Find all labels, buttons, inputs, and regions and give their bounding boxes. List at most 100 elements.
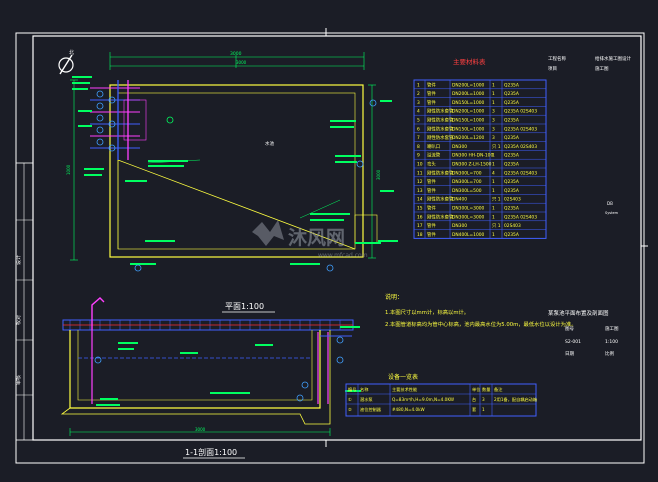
materials-cell: 1 (492, 206, 495, 212)
materials-cell: Q235A 02S403 (504, 214, 537, 220)
note-line-2: 2.本图管道标高均为管中心标高，池内最高水位为5.00m，最低水位以设计为准。 (385, 320, 577, 328)
materials-cell: DN200L=1000 (452, 91, 485, 97)
materials-cell: DN150L=1000 (452, 118, 485, 124)
equipment-cell: 1 (482, 407, 485, 412)
dim-top: 3000 (230, 51, 242, 57)
materials-cell: Q235A (504, 162, 519, 168)
materials-cell: 1 (492, 214, 495, 220)
tb-header-left-1: 工程名称 (548, 55, 566, 62)
equipment-cell: 液位控制器 (360, 406, 382, 413)
materials-cell: Q235A 02S403 (504, 109, 537, 115)
tb-field-1a: 图号 (565, 326, 574, 332)
title-block: 工程名称 项目 给排水施工图设计 施工图 DB System 某泵池平面布置及剖… (548, 55, 631, 357)
plan-note: 水池 (265, 140, 274, 147)
materials-cell: 刚性防水套管 (427, 134, 454, 141)
materials-cell: 4 (492, 170, 495, 176)
equipment-cell: 潜水泵 (360, 396, 373, 403)
sump (354, 214, 378, 244)
materials-cell: 1 (417, 82, 420, 88)
materials-cell: 4 (417, 109, 420, 115)
materials-cell: Q235A (504, 135, 519, 141)
materials-cell: 15 (417, 206, 423, 212)
equipment-cell: 3 (482, 397, 485, 402)
section-view: 3000 1-1剖面1:100 (60, 297, 361, 459)
materials-cell: 管件 (427, 99, 436, 106)
equipment-header-cell: 数量 (482, 386, 490, 393)
north-arrow-icon: 北 (58, 49, 74, 75)
materials-cell: 只 1 (492, 223, 501, 229)
materials-cell: 管件 (427, 178, 436, 185)
svg-text:审核: 审核 (15, 375, 22, 385)
equipment-cell: 2用1备，配自耦启动箱 (494, 396, 537, 403)
materials-cell: 10 (417, 162, 423, 168)
equipment-header-cell: 备注 (494, 386, 503, 393)
dim-left: 1000 (66, 164, 71, 175)
materials-cell: 3 (417, 100, 420, 106)
materials-cell: 溢流管 (427, 152, 441, 159)
tb-header-right-1: 给排水施工图设计 (595, 55, 631, 62)
materials-cell: 5 (417, 118, 420, 124)
equipment-cell: Q=83m³/h,H=9.0m,N=4.0KW (392, 397, 454, 402)
materials-cell: 管件 (427, 222, 436, 229)
materials-cell: Q235A (504, 153, 519, 159)
materials-cell: Q235A (504, 232, 519, 238)
inlet-pipe (91, 297, 105, 330)
tb-field-1b: 施工图 (605, 325, 619, 332)
materials-cell: DN300L=700 (452, 170, 482, 176)
watermark: 沐风网 www.mfcad.com (252, 220, 368, 259)
materials-cell: 11 (417, 170, 423, 176)
materials-cell: Q235A (504, 118, 519, 124)
materials-cell: 3 (492, 118, 495, 124)
north-label: 北 (69, 49, 74, 56)
materials-cell: 18 (417, 232, 423, 238)
materials-cell: 9 (417, 153, 420, 159)
equipment-cell: 台 (472, 396, 476, 403)
svg-text:3000: 3000 (236, 60, 247, 65)
materials-cell: 1 (492, 82, 495, 88)
materials-cell: DN200L=1200 (452, 135, 485, 141)
tb-side-sub: System (605, 211, 619, 215)
materials-cell: 14 (417, 197, 423, 203)
equipment-header-cell: 主要技术性能 (392, 386, 418, 393)
tb-field-2a: S2-001 (565, 339, 581, 345)
materials-cell: 刚性防水套管 (427, 108, 454, 115)
materials-cell: 12 (417, 179, 423, 185)
materials-cell: DN150L=1000 (452, 100, 485, 106)
materials-cell: 2 (417, 91, 420, 97)
equipment-cell: ① (348, 397, 352, 402)
materials-cell: 1 (492, 153, 495, 159)
tb-side-label: DB (607, 201, 613, 206)
materials-title: 主要材料表 (453, 57, 486, 66)
materials-cell: Q235A (504, 206, 519, 212)
materials-cell: 刚性防水套管 (427, 213, 454, 220)
materials-cell: Q235A (504, 179, 519, 185)
plan-view: 3000 3000 1000 3000 (66, 51, 398, 313)
watermark-logo-icon (252, 220, 284, 246)
materials-cell: 13 (417, 188, 423, 194)
materials-cell: 02S403 (504, 223, 521, 229)
materials-cell: 管件 (427, 81, 436, 88)
materials-cell: 只 1 (492, 144, 501, 150)
materials-cell: DN300L=500 (452, 188, 482, 194)
materials-cell: 02S403 (504, 197, 521, 203)
equipment-title: 设备一览表 (388, 373, 418, 381)
tb-header-left-2: 项目 (548, 66, 557, 72)
materials-cell: Q235A (504, 100, 519, 106)
equipment-header-cell: 编号 (348, 386, 356, 393)
notes-block: 说明： 1.本图尺寸以mm计，标高以m计。 2.本图管道标高均为管中心标高，池内… (385, 293, 577, 328)
notes-title: 说明： (385, 293, 403, 301)
materials-cell: 1 (492, 100, 495, 106)
materials-cell: DN150L=1000 (452, 126, 485, 132)
watermark-url: www.mfcad.com (318, 252, 368, 259)
materials-cell: 6 (417, 126, 420, 132)
tb-drawing-name: 某泵池平面布置及剖面图 (548, 309, 609, 317)
materials-cell: DN400L=1000 (452, 232, 485, 238)
materials-cell: 弯头 (427, 161, 436, 168)
materials-cell: 管件 (427, 205, 436, 212)
materials-cell: 8 (417, 144, 420, 150)
materials-cell: Q235A 02S403 (504, 126, 537, 132)
materials-cell: DN300 HH-DN-100 (452, 153, 493, 159)
